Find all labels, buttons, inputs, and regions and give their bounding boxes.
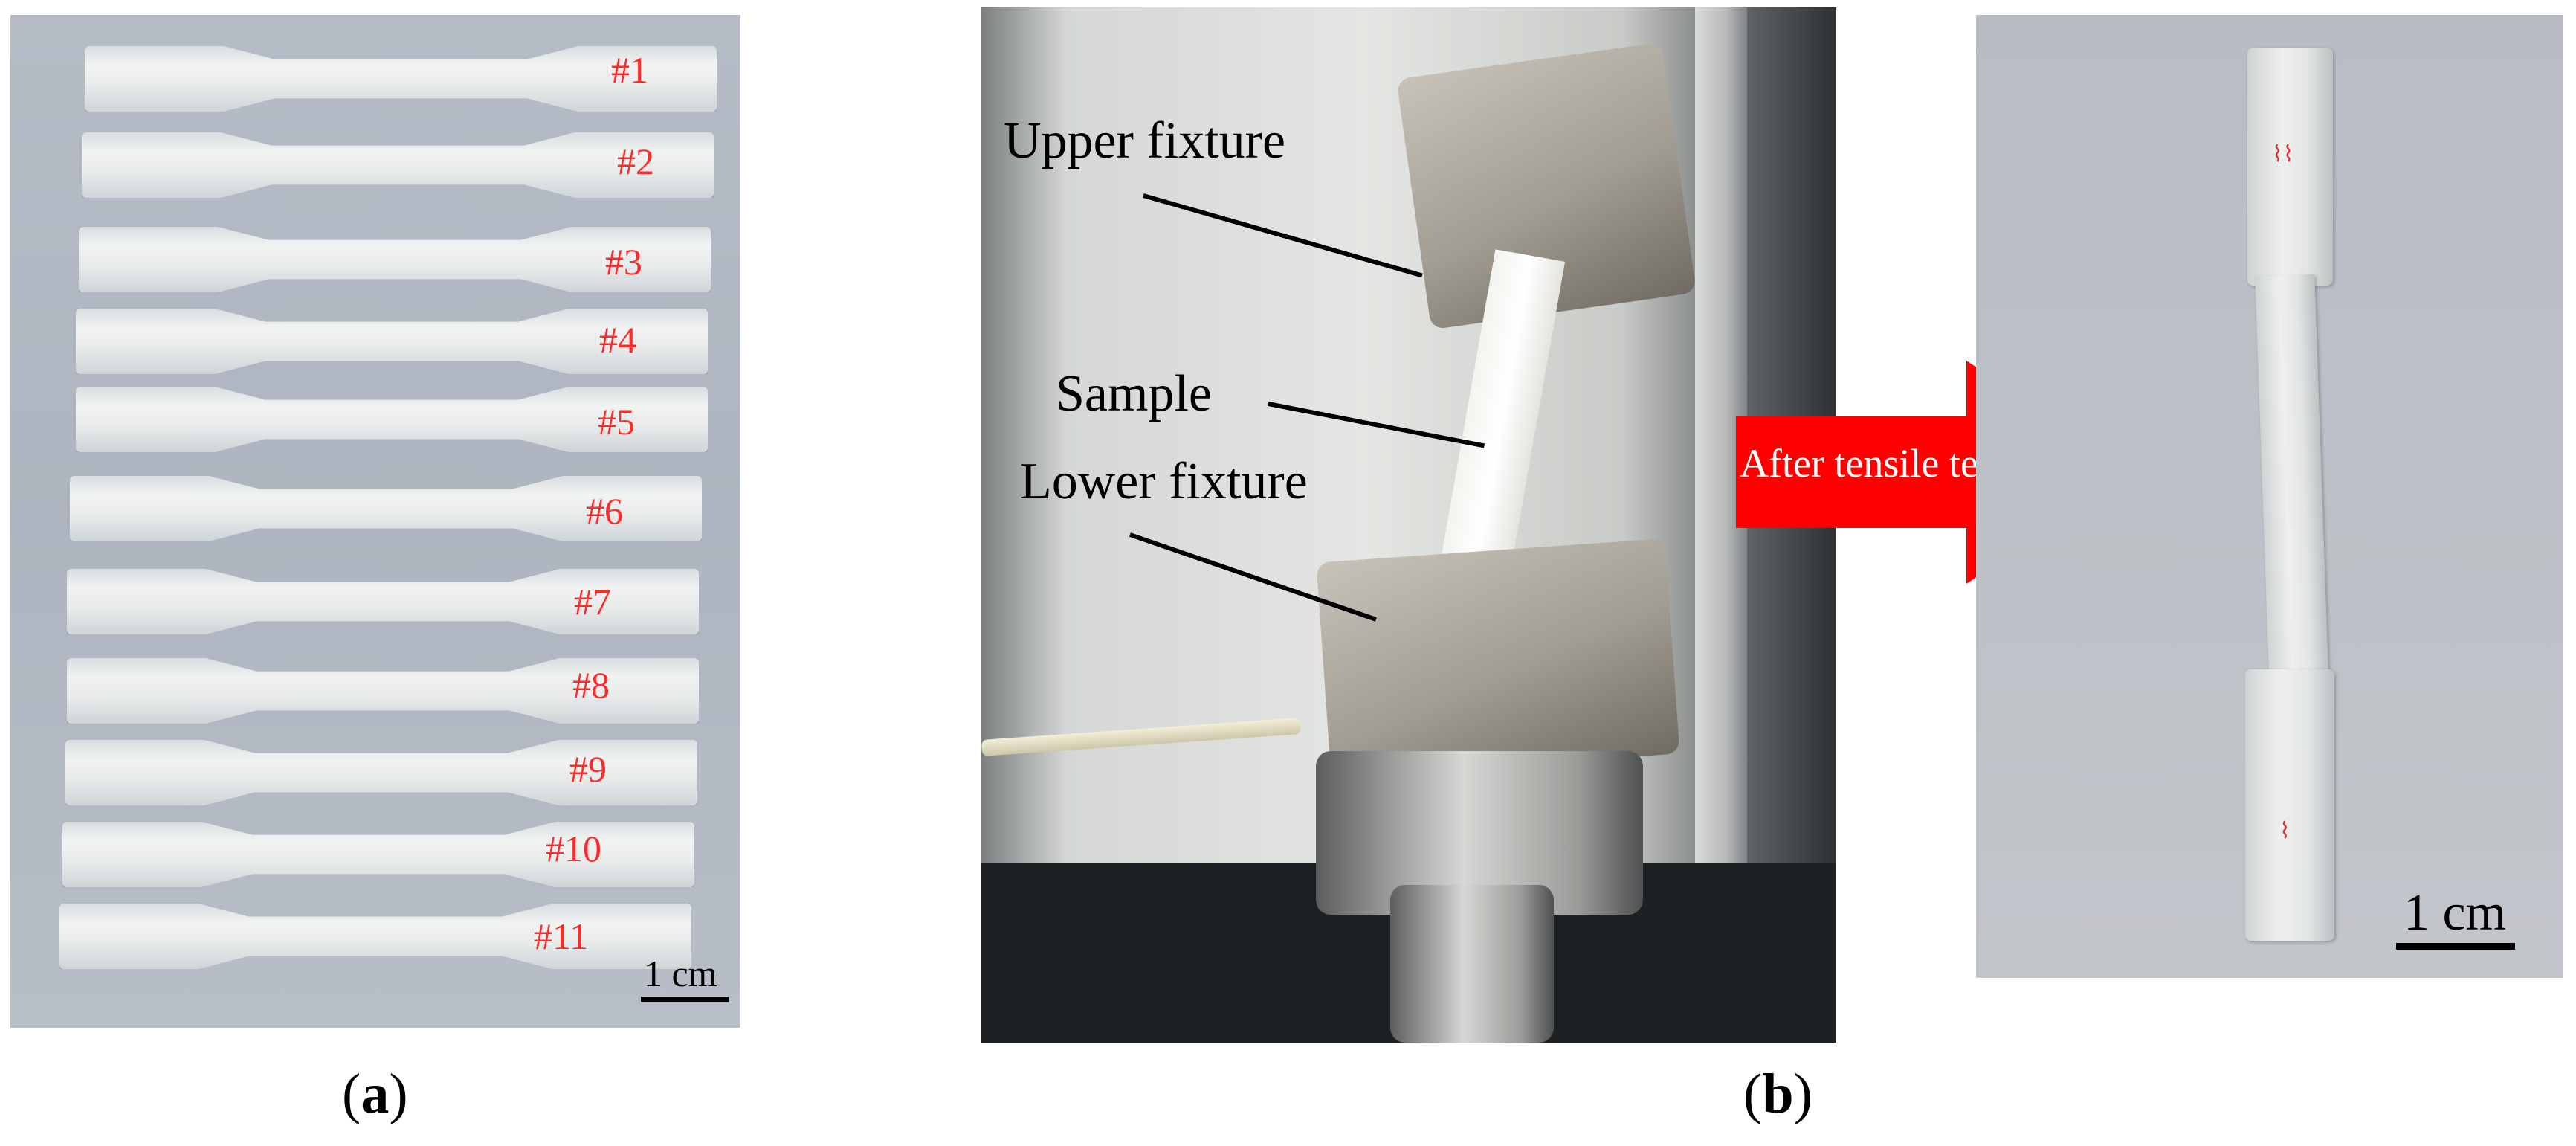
- label-lower-fixture: Lower fixture: [1020, 453, 1308, 510]
- handwritten-mark-top: ⌇⌇: [2272, 142, 2294, 167]
- broken-specimen-lower: [2245, 669, 2334, 941]
- label-upper-fixture: Upper fixture: [1004, 112, 1286, 170]
- lower-fixture: [1316, 538, 1680, 779]
- caption-a: (a): [342, 1063, 408, 1125]
- specimen-label-8: #8: [572, 664, 610, 706]
- specimen-label-2: #2: [617, 141, 654, 182]
- specimen-label-7: #7: [574, 581, 611, 622]
- arrow-label: After tensile test: [1740, 441, 2005, 486]
- specimen-label-11: #11: [534, 915, 589, 957]
- leader-upper-fixture: [1143, 193, 1423, 278]
- specimen-label-9: #9: [569, 748, 607, 790]
- specimen-label-1: #1: [611, 49, 648, 91]
- scale-bar-label-a: 1 cm: [644, 953, 717, 994]
- specimen-label-5: #5: [598, 401, 635, 442]
- broken-specimen-photo: ⌇⌇ ⌇ 1 cm: [1976, 15, 2563, 978]
- leader-sample: [1268, 402, 1485, 448]
- specimen-label-3: #3: [605, 241, 642, 283]
- broken-specimen-mid: [2255, 274, 2329, 693]
- fixture-stem: [1390, 885, 1554, 1043]
- scale-bar-label-c: 1 cm: [2404, 884, 2507, 941]
- scale-bar-c: [2396, 943, 2515, 950]
- specimen-label-10: #10: [546, 828, 601, 869]
- label-sample: Sample: [1056, 365, 1212, 422]
- scale-bar-a: [641, 997, 729, 1002]
- air-tube: [981, 718, 1302, 756]
- specimen-label-4: #4: [599, 319, 636, 361]
- specimens-photo: #1 #2 #3 #4 #5 #6 #7 #8 #9 #10 #11 1 cm: [10, 15, 740, 1028]
- specimen-label-6: #6: [586, 490, 623, 532]
- handwritten-mark-bottom: ⌇: [2279, 819, 2291, 843]
- caption-b: (b): [1743, 1063, 1812, 1125]
- broken-specimen-upper: [2247, 48, 2333, 286]
- tensile-machine-photo: Upper fixture Sample Lower fixture: [981, 7, 1836, 1043]
- specimen-11: [59, 904, 691, 969]
